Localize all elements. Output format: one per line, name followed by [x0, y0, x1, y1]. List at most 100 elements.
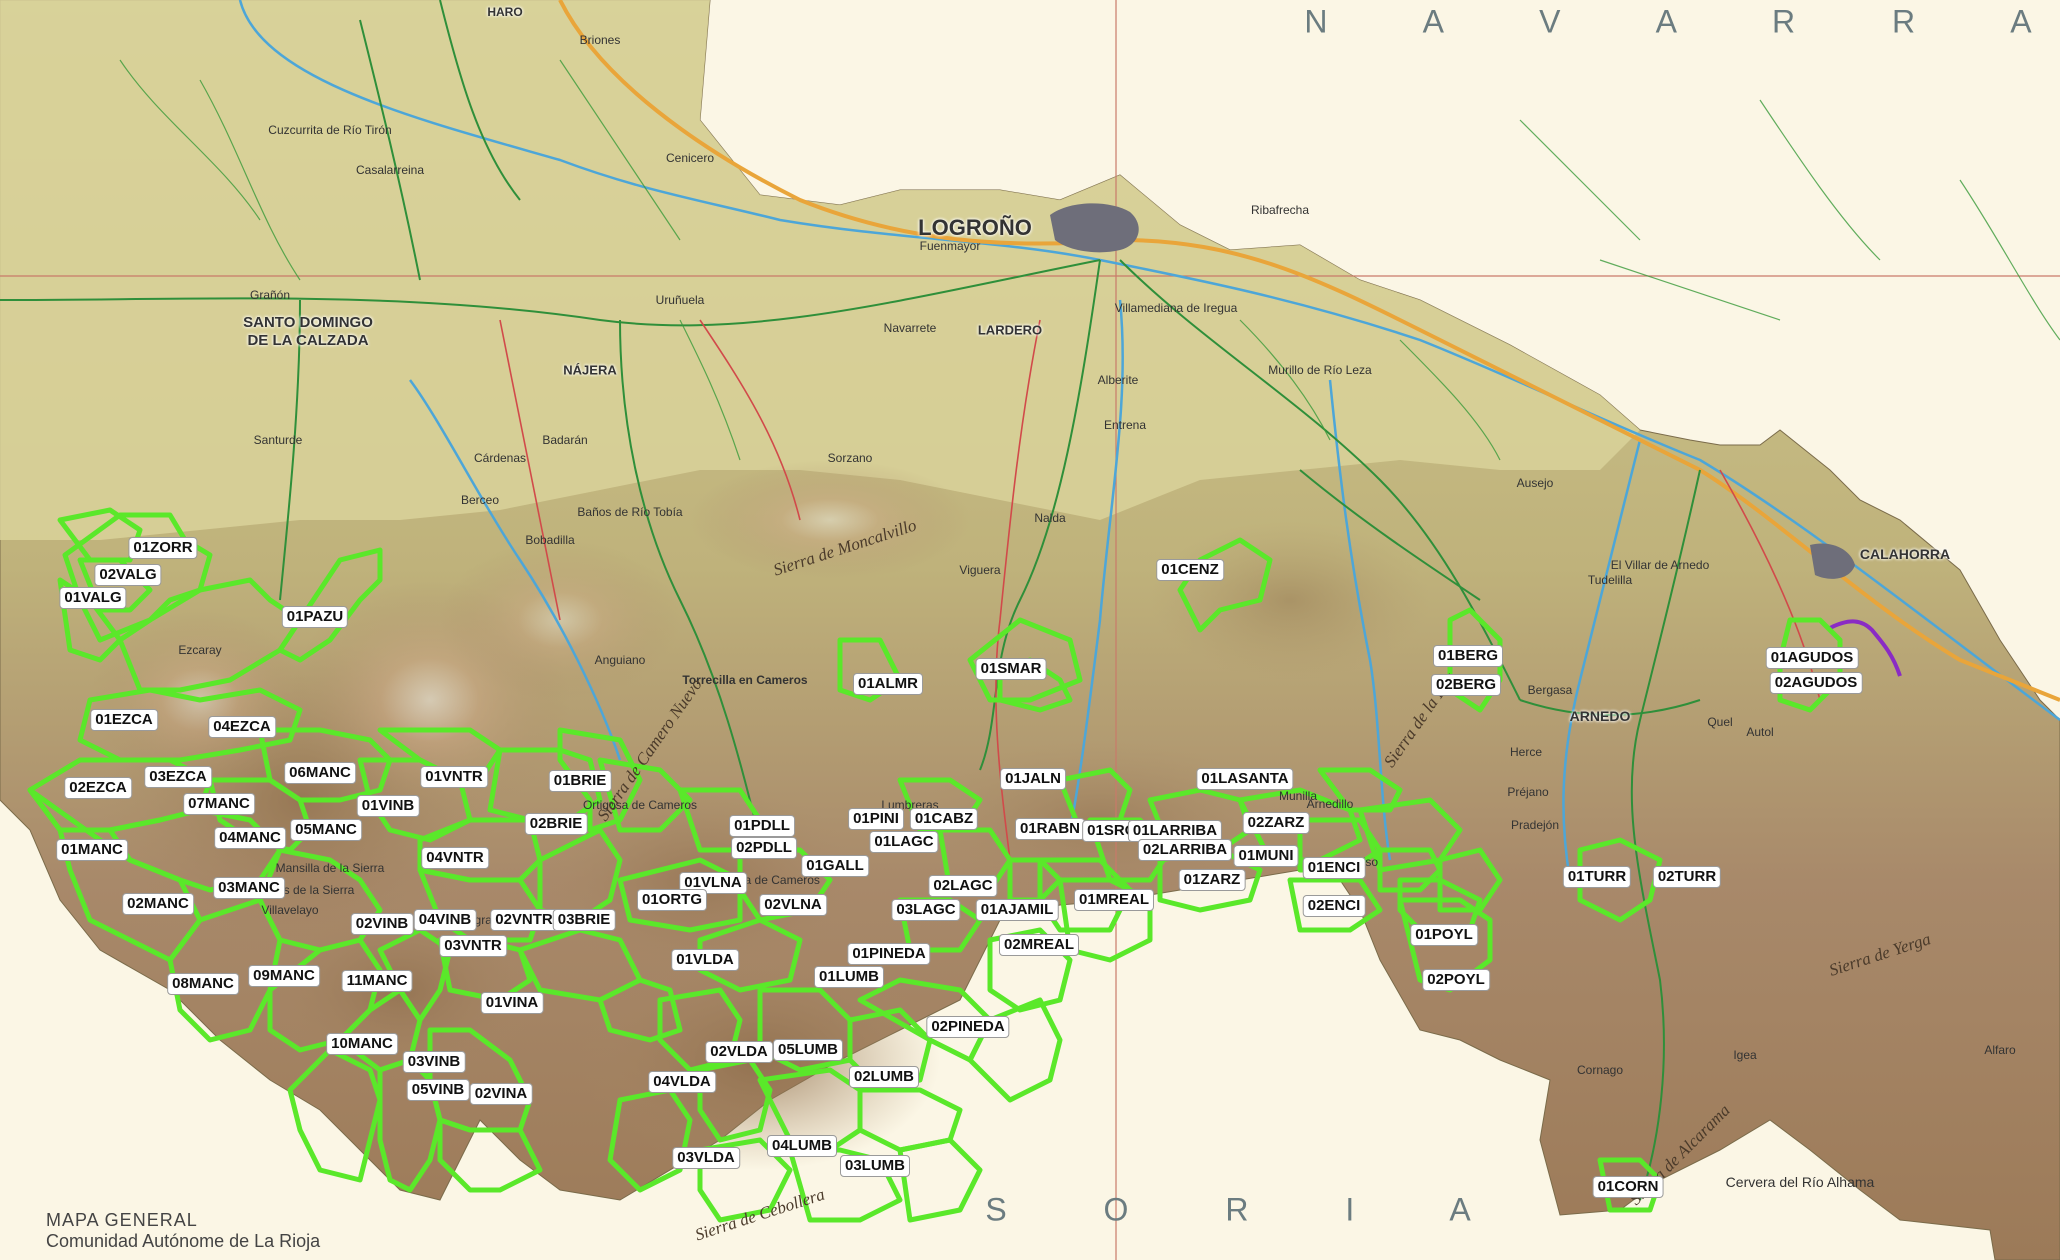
zone-label-01vinb: 01VINB: [356, 795, 420, 817]
city-najera: NÁJERA: [563, 362, 617, 378]
zone-label-01corn: 01CORN: [1592, 1176, 1664, 1198]
place-label: Ribafrecha: [1250, 203, 1310, 217]
place-label: Baños de Río Tobía: [577, 505, 683, 519]
place-label: Herce: [1509, 745, 1543, 759]
ebro-valley: [0, 0, 1640, 540]
place-label: El Villar de Arnedo: [1610, 558, 1710, 572]
place-label: Autol: [1746, 725, 1774, 739]
place-label: Cenicero: [665, 151, 715, 165]
zone-label-11manc: 11MANC: [341, 970, 413, 992]
zone-label-01valg: 01VALG: [59, 587, 127, 609]
zone-label-01jaln: 01JALN: [1000, 768, 1066, 790]
zone-label-01manc: 01MANC: [56, 839, 128, 861]
zone-label-01almr: 01ALMR: [852, 673, 924, 695]
zone-label-01rabn: 01RABN: [1014, 818, 1086, 840]
place-label: Alberite: [1097, 373, 1139, 387]
zone-label-09manc: 09MANC: [248, 965, 320, 987]
zone-label-01vntr: 01VNTR: [420, 766, 488, 788]
zone-label-07manc: 07MANC: [183, 793, 255, 815]
zone-label-02vlda: 02VLDA: [705, 1041, 773, 1063]
zone-label-02turr: 02TURR: [1652, 866, 1722, 888]
place-label: Navarrete: [883, 321, 937, 335]
place-label: Entrena: [1103, 418, 1147, 432]
zone-label-02agudos: 02AGUDOS: [1769, 672, 1863, 694]
zone-label-02ezca: 02EZCA: [64, 777, 132, 799]
city-arnedo: ARNEDO: [1569, 708, 1631, 724]
zone-label-04vinb: 04VINB: [413, 909, 477, 931]
zone-label-03vntr: 03VNTR: [439, 935, 507, 957]
zone-label-01smar: 01SMAR: [975, 658, 1047, 680]
zone-label-01lasanta: 01LASANTA: [1196, 768, 1294, 790]
zone-label-02pdll: 02PDLL: [731, 837, 797, 859]
zone-label-01ortg: 01ORTG: [636, 889, 708, 911]
place-label: Bobadilla: [525, 533, 575, 547]
zone-label-01cenz: 01CENZ: [1156, 559, 1224, 581]
place-label: Sorzano: [827, 451, 873, 465]
zone-label-06manc: 06MANC: [284, 762, 356, 784]
zone-label-01lagc: 01LAGC: [869, 831, 939, 853]
place-label: Santurde: [253, 433, 303, 447]
zone-label-03lumb: 03LUMB: [839, 1155, 911, 1177]
zone-label-01berg: 01BERG: [1432, 645, 1504, 667]
zone-label-01turr: 01TURR: [1562, 866, 1632, 888]
place-label: Anguiano: [594, 653, 646, 667]
zone-label-01lumb: 01LUMB: [813, 966, 885, 988]
zone-label-01zorr: 01ZORR: [128, 537, 198, 559]
zone-label-03brie: 03BRIE: [552, 909, 616, 931]
zone-label-02manc: 02MANC: [122, 893, 194, 915]
place-label: Villamediana de Iregua: [1114, 301, 1238, 315]
place-label: Nalda: [1034, 511, 1066, 525]
zone-label-02valg: 02VALG: [94, 564, 162, 586]
zone-label-03vinb: 03VINB: [402, 1051, 466, 1073]
motorway-ap68: [558, 0, 2060, 702]
place-label: Ezcaray: [178, 643, 222, 657]
zone-label-01zarz: 01ZARZ: [1178, 869, 1246, 891]
zone-label-03manc: 03MANC: [213, 877, 285, 899]
place-label: Cárdenas: [473, 451, 527, 465]
place-label: Mansilla de la Sierra: [275, 861, 385, 875]
zone-label-01muni: 01MUNI: [1233, 845, 1299, 867]
zone-label-01vlda: 01VLDA: [671, 949, 739, 971]
roads: [0, 0, 1701, 1201]
place-label: Ausejo: [1516, 476, 1554, 490]
place-label: Alfaro: [1984, 1043, 2016, 1057]
zone-label-01vlna: 01VLNA: [679, 872, 747, 894]
zone-label-02larriba: 02LARRIBA: [1137, 839, 1233, 861]
zone-label-01pdll: 01PDLL: [729, 815, 795, 837]
place-label: Casalarreina: [355, 163, 425, 177]
zone-label-02vlna: 02VLNA: [759, 894, 827, 916]
place-label: Viguera: [959, 563, 1001, 577]
zone-label-08manc: 08MANC: [167, 973, 239, 995]
place-label: Cuzcurrita de Río Tirón: [268, 123, 392, 137]
city-santo-domingo: SANTO DOMINGO DE LA CALZADA: [243, 314, 373, 349]
place-label: Berceo: [460, 493, 500, 507]
zone-label-04manc: 04MANC: [214, 827, 286, 849]
zone-label-01pineda: 01PINEDA: [847, 943, 931, 965]
zone-label-03vlda: 03VLDA: [672, 1147, 740, 1169]
minor-roads: [119, 59, 2060, 461]
municipal-boundary: [1829, 619, 1902, 677]
place-label: Villavelayo: [261, 903, 319, 917]
zone-label-03ezca: 03EZCA: [144, 766, 212, 788]
zone-label-01pini: 01PINI: [848, 808, 904, 830]
zone-label-02pineda: 02PINEDA: [926, 1016, 1010, 1038]
place-label: Briones: [579, 33, 621, 47]
place-label: Fuenmayor: [919, 239, 981, 253]
place-label: Igea: [1733, 1048, 1757, 1062]
city-lardero: LARDERO: [977, 322, 1043, 338]
map-caption: MAPA GENERAL Comunidad Autónome de La Ri…: [46, 1210, 320, 1252]
place-label: Quel: [1707, 715, 1733, 729]
zone-label-02lagc: 02LAGC: [928, 875, 998, 897]
place-label: Murillo de Río Leza: [1268, 363, 1372, 377]
zone-label-02poyl: 02POYL: [1422, 969, 1490, 991]
zone-label-02zarz: 02ZARZ: [1242, 812, 1310, 834]
zone-label-04lumb: 04LUMB: [766, 1135, 838, 1157]
logrono-urban: [1050, 203, 1139, 253]
zone-label-02lumb: 02LUMB: [848, 1066, 920, 1088]
zone-label-10manc: 10MANC: [326, 1033, 398, 1055]
place-label: Munilla: [1278, 789, 1318, 803]
region-navarra: N A V A R R A: [1304, 3, 2060, 40]
zone-label-02enci: 02ENCI: [1302, 895, 1366, 917]
zone-label-01agudos: 01AGUDOS: [1765, 647, 1859, 669]
